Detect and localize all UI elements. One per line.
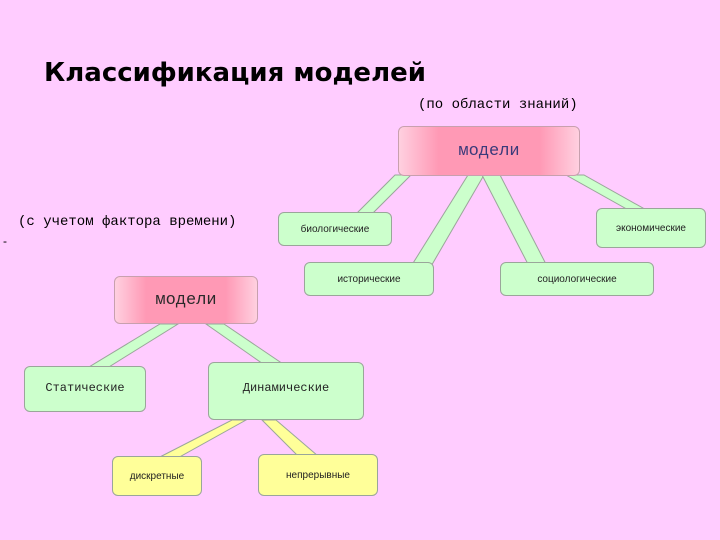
connector-dinamicheskie bbox=[204, 323, 288, 367]
connector-istoricheskie bbox=[409, 174, 485, 269]
node-biologicheskie-label: биологические bbox=[300, 223, 370, 235]
node-dinamicheskie-label: Динамические bbox=[242, 381, 330, 395]
connector-staticheskie bbox=[82, 323, 180, 371]
slide-title: Классификация моделей bbox=[44, 58, 426, 88]
node-ekonomicheskie-label: экономические bbox=[616, 222, 686, 234]
connector-diskretnye bbox=[153, 419, 248, 461]
root-node-time: модели bbox=[114, 276, 258, 324]
node-nepreryvnye: непрерывные bbox=[258, 454, 378, 496]
node-istoricheskie-label: исторические bbox=[337, 273, 401, 285]
node-diskretnye-label: дискретные bbox=[129, 470, 185, 482]
node-staticheskie: Статические bbox=[24, 366, 146, 412]
node-sotsiologicheskie-label: социологические bbox=[537, 273, 617, 285]
connector-sotsiologicheskie bbox=[481, 174, 549, 269]
node-istoricheskie: исторические bbox=[304, 262, 434, 296]
connector-ekonomicheskie bbox=[564, 174, 652, 213]
node-nepreryvnye-label: непрерывные bbox=[286, 469, 350, 481]
node-diskretnye: дискретные bbox=[112, 456, 202, 496]
subtitle-knowledge-area: (по области знаний) bbox=[418, 97, 578, 113]
connector-nepreryvnye bbox=[260, 419, 320, 457]
subtitle-time-factor: (с учетом фактора времени) bbox=[18, 214, 237, 230]
root-node-knowledge-label: модели bbox=[458, 141, 520, 161]
node-dinamicheskie: Динамические bbox=[208, 362, 364, 420]
node-biologicheskie: биологические bbox=[278, 212, 392, 246]
node-ekonomicheskie: экономические bbox=[596, 208, 706, 248]
bullet-marker: - bbox=[3, 234, 7, 248]
root-node-time-label: модели bbox=[155, 290, 217, 310]
node-staticheskie-label: Статические bbox=[45, 381, 125, 395]
node-sotsiologicheskie: социологические bbox=[500, 262, 654, 296]
root-node-knowledge: модели bbox=[398, 126, 580, 176]
